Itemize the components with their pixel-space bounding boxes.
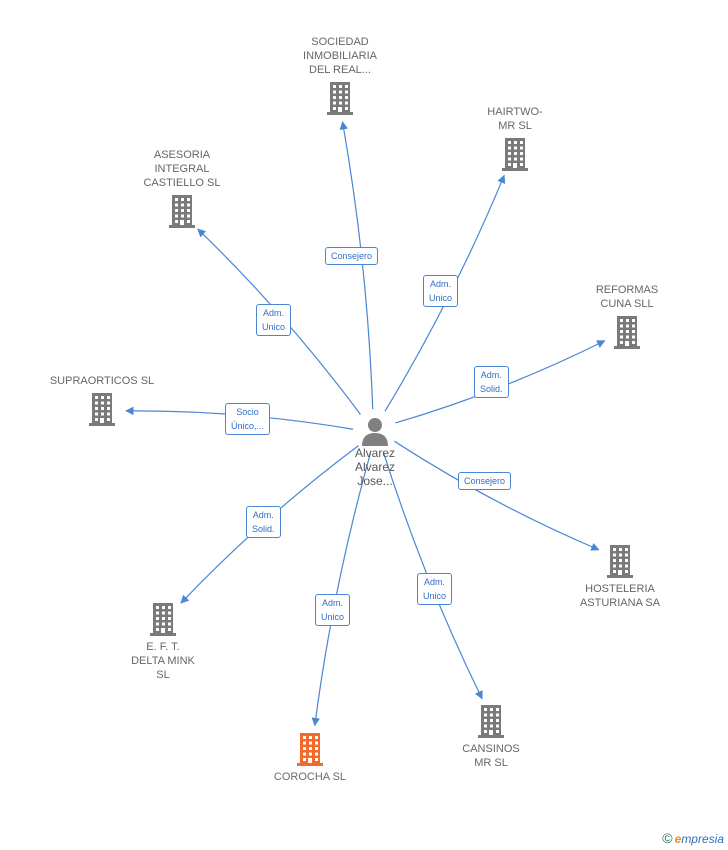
company-node-cansinos[interactable]: CANSINOS MR SL [446, 704, 536, 770]
building-icon [470, 137, 560, 171]
building-icon [582, 315, 672, 349]
building-icon [130, 194, 234, 228]
company-label: HAIRTWO- MR SL [487, 106, 543, 132]
company-node-eft[interactable]: E. F. T. DELTA MINK SL [115, 602, 211, 682]
brand-initial: e [674, 832, 682, 846]
person-node[interactable]: Alvarez Alvarez Jose... [335, 416, 415, 488]
company-label: E. F. T. DELTA MINK SL [131, 641, 195, 681]
company-label: SOCIEDAD INMOBILIARIA DEL REAL... [303, 36, 377, 76]
company-label: ASESORIA INTEGRAL CASTIELLO SL [143, 149, 221, 189]
company-node-sociedad[interactable]: SOCIEDAD INMOBILIARIA DEL REAL... [288, 35, 392, 115]
edge-label-reformas[interactable]: Adm. Solid. [474, 366, 509, 398]
edge-label-corocha[interactable]: Adm. Unico [315, 594, 351, 626]
edge-label-hosteleria[interactable]: Consejero [458, 472, 512, 490]
person-label: Alvarez Alvarez Jose... [354, 446, 395, 488]
building-icon [446, 704, 536, 738]
brand-name: mpresia [681, 832, 724, 846]
company-node-supraorticos[interactable]: SUPRAORTICOS SL [40, 374, 164, 426]
brand-logo: ©empresia [662, 830, 724, 846]
building-icon [288, 81, 392, 115]
company-label: COROCHA SL [273, 771, 347, 783]
company-label: REFORMAS CUNA SLL [595, 284, 659, 310]
building-icon [565, 544, 675, 578]
building-icon [115, 602, 211, 636]
building-icon [40, 392, 164, 426]
company-node-asesoria[interactable]: ASESORIA INTEGRAL CASTIELLO SL [130, 148, 234, 228]
company-label: HOSTELERIA ASTURIANA SA [579, 583, 661, 609]
company-node-reformas[interactable]: REFORMAS CUNA SLL [582, 283, 672, 349]
edge-sociedad [339, 121, 374, 410]
company-label: CANSINOS MR SL [462, 743, 520, 769]
company-node-corocha[interactable]: COROCHA SL [258, 732, 362, 784]
building-icon [258, 732, 362, 766]
person-icon [362, 418, 388, 446]
edge-label-sociedad[interactable]: Consejero [325, 247, 379, 265]
company-label: SUPRAORTICOS SL [49, 375, 155, 387]
edge-hosteleria [394, 440, 600, 551]
edge-label-cansinos[interactable]: Adm. Unico [417, 573, 453, 605]
edge-corocha [311, 452, 372, 727]
edge-label-supraorticos[interactable]: Socio Único,... [225, 403, 271, 435]
company-node-hairtwo[interactable]: HAIRTWO- MR SL [470, 105, 560, 171]
edge-label-hairtwo[interactable]: Adm. Unico [423, 275, 459, 307]
copyright-icon: © [662, 830, 673, 846]
edge-label-eft[interactable]: Adm. Solid. [246, 506, 281, 538]
company-node-hosteleria[interactable]: HOSTELERIA ASTURIANA SA [565, 544, 675, 610]
edge-label-asesoria[interactable]: Adm. Unico [256, 304, 292, 336]
